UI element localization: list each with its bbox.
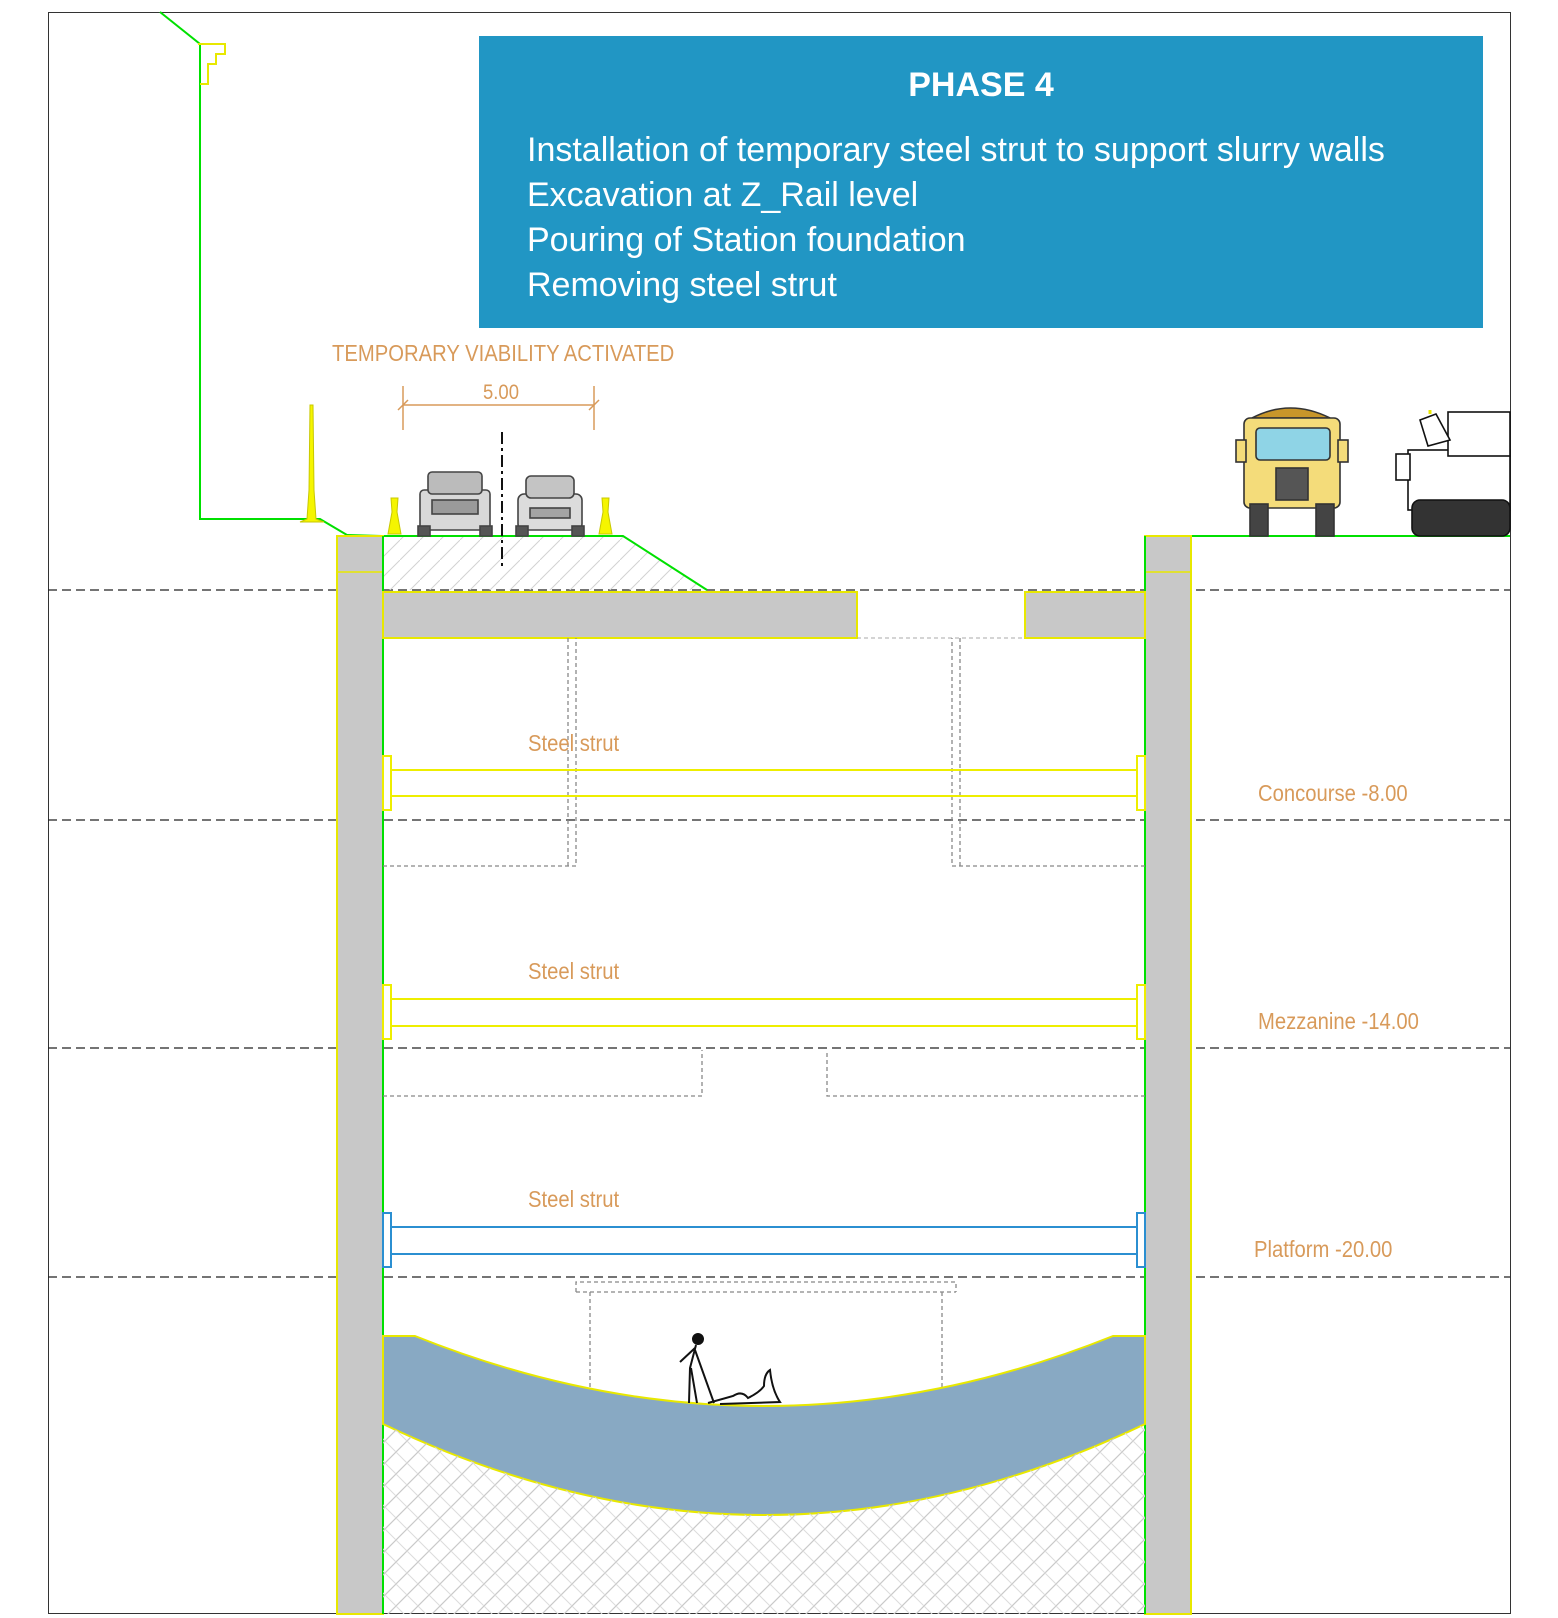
phase-step: Installation of temporary steel strut to… (527, 131, 1385, 169)
steel-strut-label-1: Steel strut (528, 730, 620, 756)
car-icon (515, 475, 585, 537)
phase-banner: PHASE 4 Installation of temporary steel … (479, 36, 1483, 328)
dimension-5m (397, 386, 600, 430)
steel-strut-label-3: Steel strut (528, 1186, 620, 1212)
phase-step: Pouring of Station foundation (527, 221, 966, 259)
dimension-label: 5.00 (483, 381, 519, 404)
level-lines (48, 589, 1510, 1278)
slurry-wall-right (1144, 535, 1192, 1615)
phase-steps-list: Installation of temporary steel strut to… (527, 128, 1385, 308)
temporary-viability-label: TEMPORARY VIABILITY ACTIVATED (332, 340, 675, 366)
steel-strut-1 (382, 755, 1146, 811)
phase-step: Excavation at Z_Rail level (527, 176, 919, 214)
truck-icon (1235, 407, 1349, 537)
ground-line-right (1144, 535, 1510, 590)
level-label-platform: Platform -20.00 (1254, 1236, 1393, 1262)
excavator-icon (1395, 410, 1511, 537)
traffic-barrier-icon (299, 404, 613, 535)
station-foundation (382, 1335, 1146, 1516)
car-icon (417, 471, 493, 537)
steel-strut-2 (382, 984, 1146, 1040)
future-structure (383, 638, 1145, 1395)
top-slab-left (382, 591, 858, 639)
worker-icon (679, 1333, 782, 1405)
building-outline (159, 11, 348, 536)
lean-concrete-hatch (383, 1424, 1145, 1614)
level-label-mezzanine: Mezzanine -14.00 (1258, 1008, 1419, 1034)
level-label-concourse: Concourse -8.00 (1258, 780, 1408, 806)
phase-title: PHASE 4 (908, 66, 1054, 104)
top-slab-right (1024, 591, 1146, 639)
phase-step: Removing steel strut (527, 266, 837, 304)
steel-strut-3 (382, 1212, 1146, 1268)
steel-strut-label-2: Steel strut (528, 958, 620, 984)
slurry-wall-left (336, 535, 384, 1615)
